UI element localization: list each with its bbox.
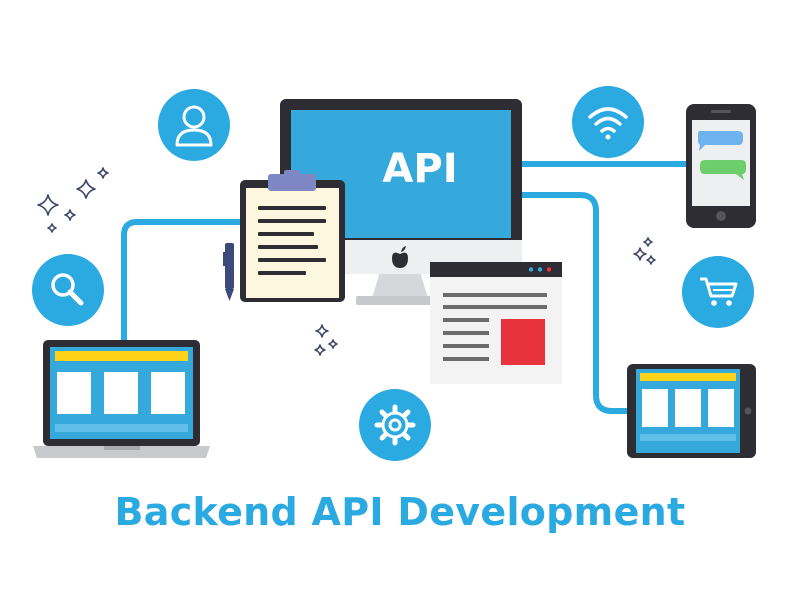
pen-icon — [223, 243, 234, 301]
search-icon — [32, 254, 104, 326]
gear-icon — [359, 389, 431, 461]
wifi-icon — [572, 86, 644, 158]
monitor-api-label: API — [382, 146, 458, 192]
tablet — [627, 364, 756, 458]
user-icon — [158, 89, 230, 161]
connector-lines — [121, 161, 693, 414]
browser-window — [430, 262, 562, 384]
cart-icon — [682, 256, 754, 328]
apple-logo-icon — [392, 246, 408, 268]
sparkle-icon — [37, 167, 656, 356]
page-title: Backend API Development — [114, 490, 686, 534]
laptop — [33, 340, 210, 458]
phone — [686, 104, 756, 228]
clipboard — [240, 170, 345, 302]
